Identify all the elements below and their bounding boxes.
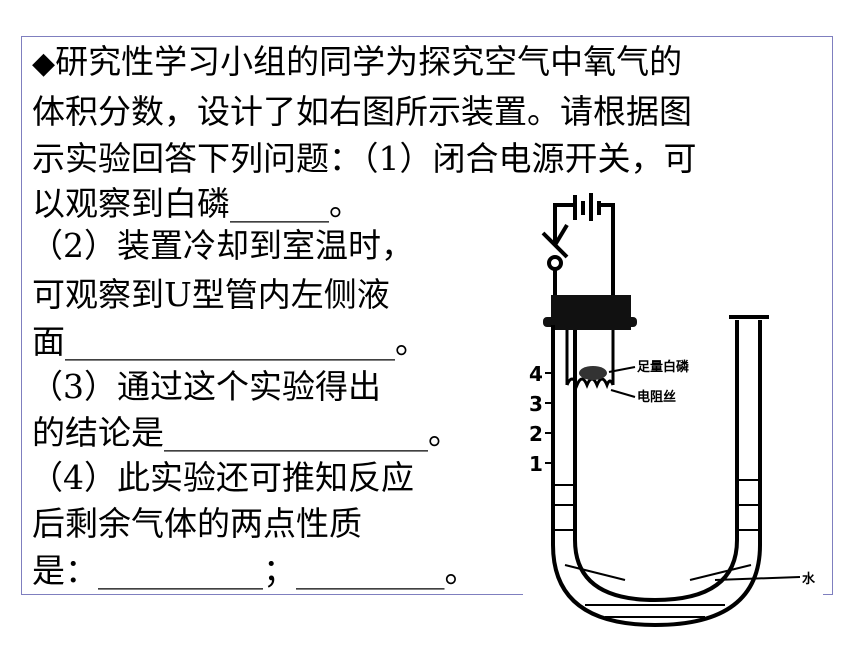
rubber-stopper [543, 295, 637, 330]
question-line-12: 是：__________；_________。 [32, 551, 478, 590]
label-water: 水 [802, 571, 816, 587]
question-frame [21, 36, 833, 595]
question-line-3: 示实验回答下列问题：（1）闭合电源开关，可 [32, 139, 697, 178]
question-line-11: 后剩余气体的两点性质 [32, 504, 362, 543]
u-tube-apparatus-figure: 足量白磷 电阻丝 水 4 [515, 185, 835, 645]
label-resistor: 电阻丝 [637, 389, 676, 405]
white-phosphorus [579, 366, 607, 380]
question-line-7: 面____________________。 [32, 322, 428, 361]
question-line-10: （4）此实验还可推知反应 [30, 458, 414, 497]
label-phosphorus: 足量白磷 [637, 359, 690, 375]
question-line-9: 的结论是________________。 [32, 413, 461, 452]
scale-mark-2: 2 [529, 422, 543, 446]
bullet-diamond-icon: ◆ [32, 46, 56, 81]
question-line-4: 以观察到白磷______。 [32, 184, 362, 223]
question-line-1: ◆研究性学习小组的同学为探究空气中氧气的 [32, 42, 683, 81]
question-line-6: 可观察到U型管内左侧液 [32, 275, 390, 314]
battery-icon [553, 193, 615, 315]
question-line-5: （2）装置冷却到室温时， [30, 226, 414, 265]
question-line-8: （3）通过这个实验得出 [30, 367, 381, 406]
switch-icon [541, 223, 569, 305]
scale-mark-4: 4 [529, 362, 543, 386]
water [555, 479, 758, 618]
scale-mark-3: 3 [529, 392, 543, 416]
scale-mark-1: 1 [529, 452, 543, 476]
question-line-2: 体积分数，设计了如右图所示装置。请根据图 [32, 92, 692, 131]
u-tube [551, 315, 769, 628]
apparatus-drawing: 足量白磷 电阻丝 水 4 [523, 193, 823, 645]
